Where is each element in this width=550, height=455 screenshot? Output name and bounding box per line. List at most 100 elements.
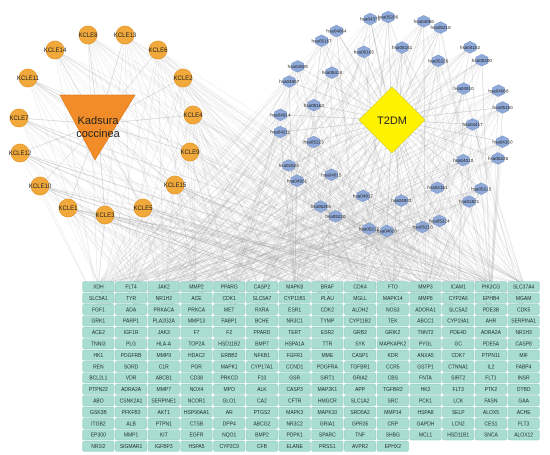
gene-node[interactable] — [442, 292, 475, 304]
pathway-node[interactable] — [307, 135, 320, 149]
pathway-node[interactable] — [463, 41, 477, 54]
gene-node[interactable] — [82, 304, 115, 315]
gene-node[interactable] — [82, 429, 115, 441]
gene-node[interactable] — [245, 315, 278, 327]
gene-node[interactable] — [180, 361, 213, 372]
gene-node[interactable] — [278, 406, 311, 418]
gene-node[interactable] — [245, 429, 278, 441]
compound-node[interactable] — [183, 105, 203, 125]
gene-node[interactable] — [115, 372, 148, 384]
gene-node[interactable] — [507, 327, 540, 338]
gene-node[interactable] — [82, 441, 115, 452]
gene-node[interactable] — [409, 338, 442, 350]
gene-node[interactable] — [344, 418, 377, 429]
gene-node[interactable] — [409, 418, 442, 429]
pathway-node[interactable] — [357, 45, 371, 59]
gene-node[interactable] — [376, 315, 409, 327]
pathway-node[interactable] — [456, 153, 470, 167]
gene-node[interactable] — [311, 384, 344, 395]
gene-node[interactable] — [311, 418, 344, 429]
gene-node[interactable] — [82, 349, 115, 361]
gene-node[interactable] — [474, 395, 507, 407]
gene-node[interactable] — [344, 304, 377, 315]
gene-node[interactable] — [507, 418, 540, 429]
gene-node[interactable] — [82, 418, 115, 429]
gene-node[interactable] — [213, 327, 246, 338]
gene-node[interactable] — [344, 361, 377, 372]
pathway-node[interactable] — [291, 60, 304, 73]
gene-node[interactable] — [82, 406, 115, 418]
pathway-node[interactable] — [466, 118, 479, 131]
gene-node[interactable] — [245, 361, 278, 372]
gene-node[interactable] — [311, 406, 344, 418]
gene-node[interactable] — [474, 406, 507, 418]
gene-node[interactable] — [82, 281, 115, 293]
gene-node[interactable] — [442, 429, 475, 441]
pathway-node[interactable] — [325, 168, 338, 181]
gene-node[interactable] — [147, 327, 180, 338]
gene-node[interactable] — [245, 281, 278, 293]
gene-node[interactable] — [344, 441, 377, 452]
pathway-node[interactable] — [314, 200, 328, 213]
gene-node[interactable] — [147, 372, 180, 384]
gene-node[interactable] — [311, 292, 344, 304]
gene-node[interactable] — [245, 292, 278, 304]
gene-node[interactable] — [311, 315, 344, 327]
gene-node[interactable] — [376, 384, 409, 395]
gene-node[interactable] — [213, 372, 246, 384]
gene-node[interactable] — [115, 304, 148, 315]
gene-node[interactable] — [245, 418, 278, 429]
pathway-node[interactable] — [315, 34, 328, 47]
pathway-node[interactable] — [380, 224, 394, 238]
gene-node[interactable] — [180, 338, 213, 350]
gene-node[interactable] — [376, 395, 409, 407]
gene-node[interactable] — [442, 418, 475, 429]
gene-node[interactable] — [474, 292, 507, 304]
gene-node[interactable] — [311, 429, 344, 441]
pathway-node[interactable] — [325, 66, 339, 79]
gene-node[interactable] — [376, 441, 409, 452]
gene-node[interactable] — [180, 372, 213, 384]
gene-node[interactable] — [278, 418, 311, 429]
gene-node[interactable] — [180, 304, 213, 315]
gene-node[interactable] — [474, 384, 507, 395]
compound-node[interactable] — [9, 108, 29, 128]
gene-node[interactable] — [507, 315, 540, 327]
gene-node[interactable] — [409, 292, 442, 304]
gene-node[interactable] — [278, 349, 311, 361]
gene-node[interactable] — [376, 429, 409, 441]
pathway-node[interactable] — [431, 54, 445, 68]
gene-node[interactable] — [344, 372, 377, 384]
pathway-node[interactable] — [496, 101, 509, 114]
compound-node[interactable] — [115, 25, 135, 45]
gene-node[interactable] — [376, 361, 409, 372]
pathway-node[interactable] — [282, 159, 296, 172]
gene-node[interactable] — [180, 349, 213, 361]
gene-node[interactable] — [409, 372, 442, 384]
gene-node[interactable] — [147, 338, 180, 350]
gene-node[interactable] — [115, 384, 148, 395]
gene-node[interactable] — [115, 315, 148, 327]
gene-node[interactable] — [311, 441, 344, 452]
gene-node[interactable] — [442, 384, 475, 395]
gene-node[interactable] — [180, 281, 213, 293]
gene-node[interactable] — [507, 338, 540, 350]
pathway-node[interactable] — [491, 152, 505, 165]
gene-node[interactable] — [409, 304, 442, 315]
compound-node[interactable] — [18, 68, 38, 88]
gene-node[interactable] — [213, 361, 246, 372]
pathway-node[interactable] — [457, 82, 470, 95]
pathway-node[interactable] — [496, 135, 509, 148]
gene-node[interactable] — [278, 304, 311, 315]
compound-node[interactable] — [180, 142, 200, 162]
gene-node[interactable] — [442, 338, 475, 350]
gene-node[interactable] — [278, 429, 311, 441]
pathway-node[interactable] — [433, 214, 446, 228]
gene-node[interactable] — [115, 441, 148, 452]
gene-node[interactable] — [409, 349, 442, 361]
pathway-node[interactable] — [356, 189, 370, 203]
gene-node[interactable] — [344, 281, 377, 293]
gene-node[interactable] — [344, 429, 377, 441]
gene-node[interactable] — [213, 418, 246, 429]
gene-node[interactable] — [147, 418, 180, 429]
